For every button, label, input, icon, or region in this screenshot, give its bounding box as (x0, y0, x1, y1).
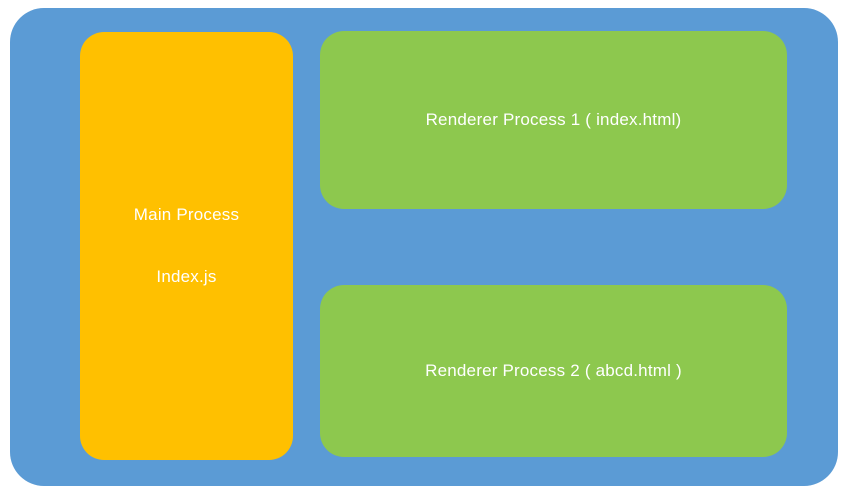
renderer-process-2-label: Renderer Process 2 ( abcd.html ) (425, 360, 682, 380)
main-process-title: Main Process (133, 204, 240, 224)
application-container-box: Main Process Index.js Renderer Process 1… (10, 8, 838, 486)
main-process-entry-file: Index.js (156, 267, 217, 286)
renderer-process-1-box[interactable]: Renderer Process 1 ( index.html) (320, 31, 787, 209)
renderer-process-1-label: Renderer Process 1 ( index.html) (425, 109, 682, 129)
renderer-process-2-box[interactable]: Renderer Process 2 ( abcd.html ) (320, 285, 787, 457)
main-process-box[interactable]: Main Process Index.js (80, 32, 293, 460)
